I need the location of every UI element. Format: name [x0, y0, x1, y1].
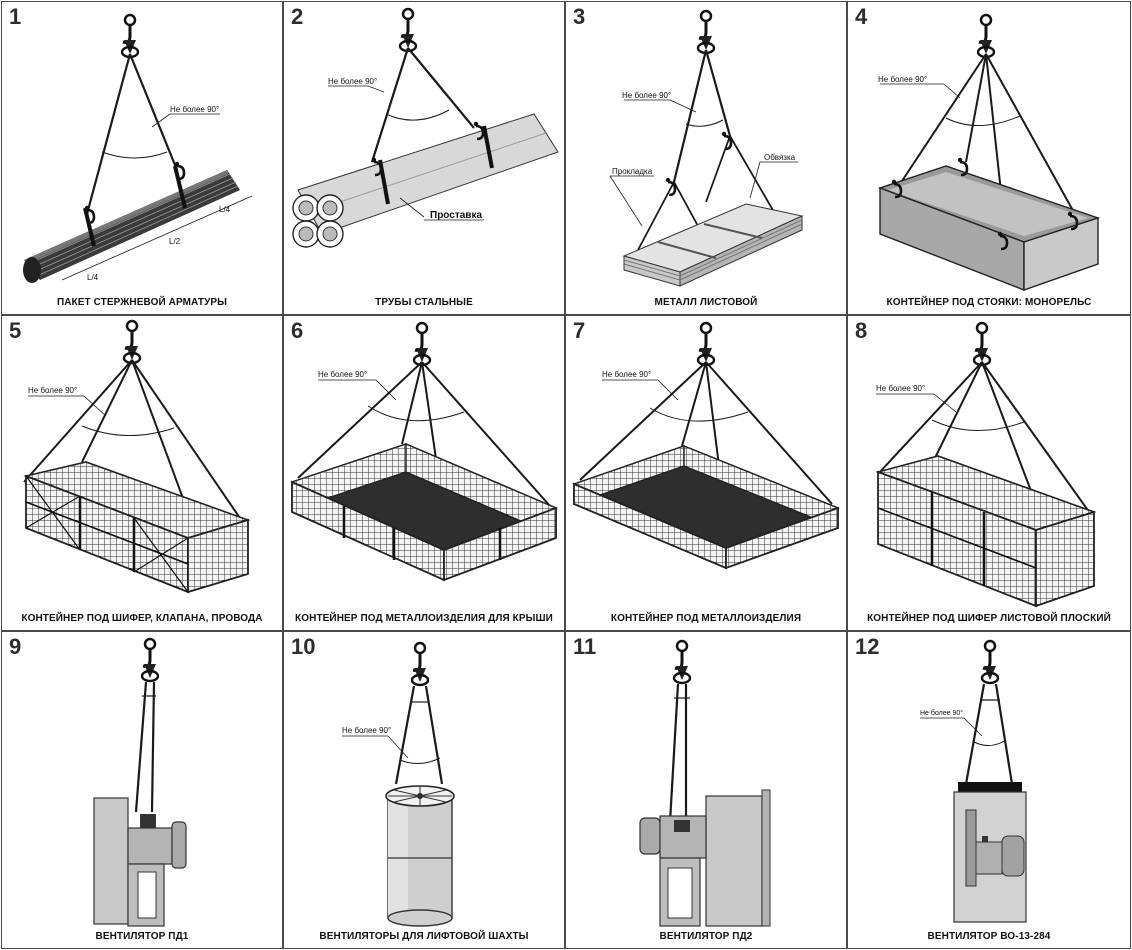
panel-11: 11 ВЕНТИЛЯТОР ПД2 [565, 631, 847, 949]
fan-pd1-illustration [93, 637, 187, 927]
pipe-bundle [292, 113, 559, 248]
quarter-length-label-b: L/4 [219, 205, 231, 214]
angle-note: Не более 90° [170, 105, 219, 114]
panel-7: Не более 90° 7 КОНТЕЙНЕР ПОД МЕТАЛЛОИЗДЕ… [565, 315, 847, 631]
panel-2: Проставка Не более 90° 2 ТРУБЫ СТАЛЬНЫЕ [283, 1, 565, 315]
tall-mesh-cage [875, 455, 1097, 608]
panel-caption: ВЕНТИЛЯТОР ПД1 [95, 931, 189, 942]
angle-note: Не более 90° [876, 384, 925, 393]
cylinder-fan [385, 785, 455, 927]
panel-caption: КОНТЕЙНЕР ПОД ШИФЕР, КЛАПАНА, ПРОВОДА [21, 613, 263, 624]
panel-number: 6 [291, 318, 304, 343]
shaft-fan-illustration: Не более 90° [342, 641, 455, 927]
mesh-cage [23, 461, 251, 594]
panel-number: 9 [9, 634, 22, 659]
panel-4: Не более 90° 4 КОНТЕЙНЕР ПОД СТОЯКИ: МОН… [847, 1, 1131, 315]
solid-container [877, 165, 1101, 292]
panel-caption: КОНТЕЙНЕР ПОД СТОЯКИ: МОНОРЕЛЬС [886, 297, 1092, 308]
rebar-bundle [23, 170, 240, 283]
panel-number: 5 [9, 318, 22, 343]
angle-note: Не более 90° [602, 370, 651, 379]
angle-note: Не более 90° [328, 77, 377, 86]
panel-number: 3 [573, 4, 586, 29]
fan-vo-13-284-illustration: Не более 90° [920, 639, 1027, 923]
panel-caption: МЕТАЛЛ ЛИСТОВОЙ [654, 297, 758, 308]
panel-number: 2 [291, 4, 304, 29]
angle-note: Не более 90° [342, 726, 391, 735]
angle-note: Не более 90° [878, 75, 927, 84]
panel-number: 7 [573, 318, 586, 343]
panel-6: Не более 90° 6 КОНТЕЙНЕР ПОД МЕТАЛЛОИЗДЕ… [283, 315, 565, 631]
monorail-container-illustration: Не более 90° [877, 13, 1101, 292]
mesh-pallet [290, 442, 558, 582]
quarter-length-label-a: L/4 [87, 273, 99, 282]
sheet-metal-illustration: Не более 90° Прокладка Обвязка [609, 9, 804, 287]
panel-number: 11 [573, 634, 597, 659]
roof-metal-container-illustration: Не более 90° [290, 321, 558, 582]
angle-note: Не более 90° [28, 386, 77, 395]
half-length-label: L/2 [169, 237, 181, 246]
spacer-label: Проставка [430, 210, 482, 221]
rebar-bundle-illustration: L/2 L/4 L/4 Не более 90° [23, 13, 253, 283]
panel-number: 10 [291, 634, 316, 659]
angle-note: Не более 90° [920, 709, 963, 717]
fan-panel [953, 782, 1027, 923]
fan-unit [639, 789, 771, 927]
panel-10: Не более 90° 10 ВЕНТИЛЯТОРЫ ДЛЯ ЛИФТОВОЙ… [283, 631, 565, 949]
panel-caption: КОНТЕЙНЕР ПОД ШИФЕР ЛИСТОВОЙ ПЛОСКИЙ [867, 613, 1111, 624]
panel-1: L/2 L/4 L/4 Не более 90° 1 ПАКЕТ СТЕРЖНЕ… [1, 1, 283, 315]
panel-caption: ТРУБЫ СТАЛЬНЫЕ [375, 297, 473, 308]
panel-caption: ВЕНТИЛЯТОР ВО-13-284 [927, 931, 1051, 942]
panel-12: Не более 90° 12 ВЕНТИЛЯТОР ВО-13-284 [847, 631, 1131, 949]
metal-products-container-illustration: Не более 90° [572, 321, 840, 570]
panel-number: 8 [855, 318, 868, 343]
panel-caption: ВЕНТИЛЯТОРЫ ДЛЯ ЛИФТОВОЙ ШАХТЫ [319, 931, 529, 942]
panel-5: Не более 90° 5 КОНТЕЙНЕР ПОД ШИФЕР, КЛАП… [1, 315, 283, 631]
panel-caption: КОНТЕЙНЕР ПОД МЕТАЛЛОИЗДЕЛИЯ [610, 613, 802, 624]
steel-pipes-illustration: Проставка Не более 90° [292, 7, 559, 248]
panel-caption: ВЕНТИЛЯТОР ПД2 [659, 931, 753, 942]
low-mesh-pallet [572, 444, 840, 570]
fan-unit [93, 797, 187, 927]
fan-pd2-illustration [639, 639, 771, 927]
panel-number: 12 [855, 634, 880, 659]
sheet-stack [622, 203, 804, 287]
angle-note: Не более 90° [318, 370, 367, 379]
panel-caption: ПАКЕТ СТЕРЖНЕВОЙ АРМАТУРЫ [56, 297, 228, 308]
panel-9: 9 ВЕНТИЛЯТОР ПД1 [1, 631, 283, 949]
panel-3: Не более 90° Прокладка Обвязка 3 МЕТАЛЛ … [565, 1, 847, 315]
panel-8: Не более 90° 8 КОНТЕЙНЕР ПОД ШИФЕР ЛИСТО… [847, 315, 1131, 631]
panel-number: 1 [9, 4, 22, 29]
strap-label: Обвязка [764, 153, 796, 162]
mesh-container-illustration: Не более 90° [23, 319, 251, 594]
panel-number: 4 [855, 4, 868, 29]
angle-note: Не более 90° [622, 91, 671, 100]
flat-slate-container-illustration: Не более 90° [875, 321, 1097, 608]
pad-label: Прокладка [612, 167, 653, 176]
panel-caption: КОНТЕЙНЕР ПОД МЕТАЛЛОИЗДЕЛИЯ ДЛЯ КРЫШИ [295, 613, 553, 624]
